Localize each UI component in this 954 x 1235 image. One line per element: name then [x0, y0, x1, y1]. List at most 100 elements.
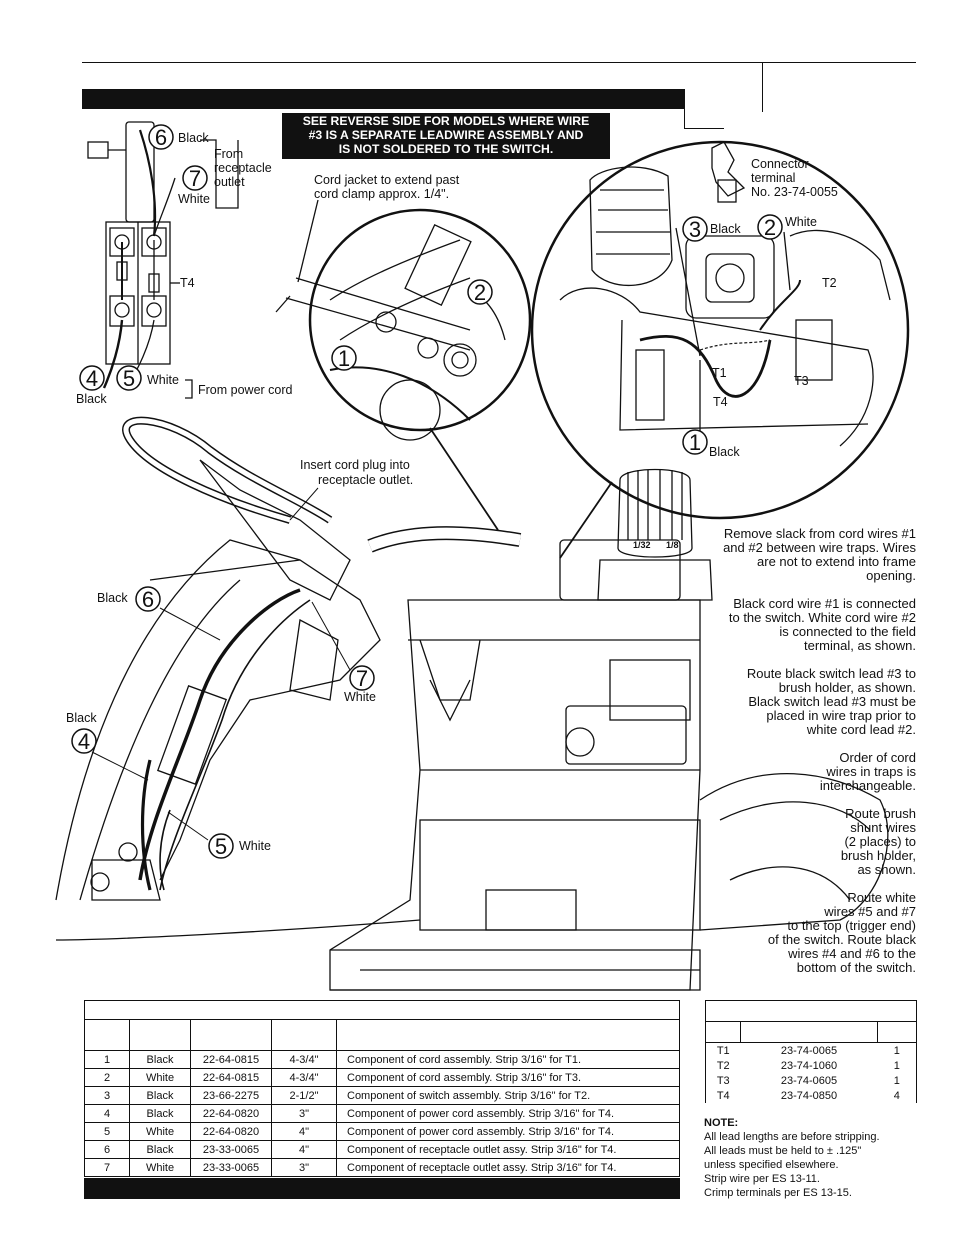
callout-number: 7 — [189, 166, 201, 191]
lead-table-cell: Component of power cord assembly. Strip … — [336, 1122, 680, 1141]
label-black: Black — [66, 711, 97, 725]
callout-number: 6 — [155, 125, 167, 150]
note-line: of the switch. Route black — [767, 932, 916, 947]
lead-table-cell: 22-64-0820 — [190, 1104, 272, 1123]
lead-table-cell: 3" — [271, 1104, 337, 1123]
callout-number: 1 — [689, 430, 701, 455]
top-rule-divider — [762, 62, 763, 112]
label-from-receptacle: From — [214, 147, 244, 161]
lead-table-header — [129, 1019, 191, 1051]
header-bar — [82, 89, 684, 109]
assembly-note: Black cord wire #1 is connected to the s… — [676, 597, 916, 653]
label-insert-plug: Insert cord plug into — [300, 458, 410, 472]
lead-table-cell: 4" — [271, 1140, 337, 1159]
terminal-table-cell: 1 — [877, 1058, 917, 1073]
table-note-heading: NOTE: — [704, 1117, 739, 1129]
assembly-note: Remove slack from cord wires #1 and #2 b… — [676, 527, 916, 583]
lead-table-cell: 4-3/4" — [271, 1050, 337, 1069]
terminal-table-cell: T2 — [705, 1058, 741, 1073]
header-bar-frame-bottom — [684, 128, 724, 129]
note-line: wires in traps is — [826, 764, 916, 779]
callout-number: 7 — [356, 666, 368, 691]
lead-table-cell: Component of receptacle outlet assy. Str… — [336, 1140, 680, 1159]
assembly-note: Order of cord wires in traps is intercha… — [676, 751, 916, 793]
label-black: Black — [97, 591, 128, 605]
lead-table-cell: 23-33-0065 — [190, 1158, 272, 1177]
assembly-note: Route brush shunt wires (2 places) to br… — [676, 807, 916, 877]
warning-line: #3 IS A SEPARATE LEADWIRE ASSEMBLY AND — [308, 128, 584, 142]
assembly-notes: Remove slack from cord wires #1 and #2 b… — [676, 527, 916, 989]
lead-table-cell: Component of switch assembly. Strip 3/16… — [336, 1086, 680, 1105]
lead-table-cell: 22-64-0815 — [190, 1050, 272, 1069]
callout-number: 1 — [338, 346, 350, 371]
knob-marking: 1/8 — [666, 540, 679, 550]
table-note-line: All lead lengths are before stripping. — [704, 1131, 880, 1143]
switch-detail-drawing — [87, 121, 239, 389]
switch-terminal-detail-drawing — [530, 140, 910, 520]
terminal-table-cell: 23-74-1060 — [780, 1059, 838, 1072]
lead-table-cell: 5 — [84, 1122, 130, 1141]
table-note-line: Crimp terminals per ES 13-15. — [704, 1187, 852, 1199]
note-line: opening. — [866, 568, 916, 583]
label-white: White — [239, 839, 271, 853]
lead-table-cell: White — [129, 1158, 191, 1177]
lead-table-cell: White — [129, 1122, 191, 1141]
label-white: White — [785, 215, 817, 229]
warning-box: SEE REVERSE SIDE FOR MODELS WHERE WIRE #… — [282, 113, 610, 159]
lead-table-cell: 4 — [84, 1104, 130, 1123]
warning-line: SEE REVERSE SIDE FOR MODELS WHERE WIRE — [302, 114, 590, 128]
lead-table-cell: 1 — [84, 1050, 130, 1069]
note-line: Order of cord — [839, 750, 916, 765]
lead-table-cell: Component of cord assembly. Strip 3/16" … — [336, 1068, 680, 1087]
note-line: Route white — [847, 890, 916, 905]
cord-clamp-detail-drawing — [275, 199, 532, 441]
table-note-line: Strip wire per ES 13-11. — [704, 1173, 820, 1185]
label-t4: T4 — [180, 276, 195, 290]
note-line: Remove slack from cord wires #1 — [723, 526, 916, 541]
assembly-note: Route white wires #5 and #7 to the top (… — [676, 891, 916, 975]
lead-table-header — [336, 1019, 680, 1051]
lead-table-cell: 4-3/4" — [271, 1068, 337, 1087]
lead-table-cell: Component of power cord assembly. Strip … — [336, 1104, 680, 1123]
table-note-line: unless specified elsewhere. — [704, 1159, 839, 1171]
note-line: placed in wire trap prior to — [766, 708, 916, 723]
callout-number: 2 — [474, 280, 486, 305]
note-line: shunt wires — [850, 820, 916, 835]
wiring-diagram: 6 7 4 5 1 2 3 2 1 6 7 4 5 1/32 1/8 — [55, 121, 910, 991]
terminal-table-cell: 23-74-0850 — [780, 1089, 838, 1102]
note-line: are not to extend into frame — [757, 554, 916, 569]
terminal-table-cell: 23-74-0605 — [780, 1074, 838, 1087]
lead-table-cell: 22-64-0815 — [190, 1068, 272, 1087]
terminal-table-cell: 1 — [877, 1073, 917, 1088]
label-black: Black — [709, 445, 740, 459]
note-line: brush holder, — [840, 848, 916, 863]
terminal-table-cell: 1 — [877, 1042, 917, 1058]
note-line: and #2 between wire traps. Wires — [723, 540, 916, 555]
lead-table-cell: 2-1/2" — [271, 1086, 337, 1105]
terminal-table-row: T2 23-74-1060 1 — [705, 1058, 917, 1073]
note-line: is connected to the field — [779, 624, 916, 639]
router-body-drawing — [55, 416, 889, 991]
terminal-table-cell: T1 — [705, 1042, 741, 1058]
label-black: Black — [76, 392, 107, 406]
lead-table-cell: 7 — [84, 1158, 130, 1177]
lead-table-header — [84, 1019, 130, 1051]
terminal-table-header — [877, 1021, 917, 1043]
terminal-table-cell: T4 — [705, 1088, 741, 1103]
lead-table-cell: 23-66-2275 — [190, 1086, 272, 1105]
knob-marking: 1/32 — [633, 540, 651, 550]
label-t2: T2 — [822, 276, 837, 290]
terminal-table-header — [705, 1021, 741, 1043]
note-line: to the top (trigger end) — [787, 918, 916, 933]
lead-table-cell: 4" — [271, 1122, 337, 1141]
label-cord-jacket: Cord jacket to extend past — [314, 173, 460, 187]
label-t3: T3 — [794, 374, 809, 388]
label-cord-jacket: cord clamp approx. 1/4". — [314, 187, 450, 201]
lead-table-cell: Black — [129, 1140, 191, 1159]
lead-table-cell: 3 — [84, 1086, 130, 1105]
